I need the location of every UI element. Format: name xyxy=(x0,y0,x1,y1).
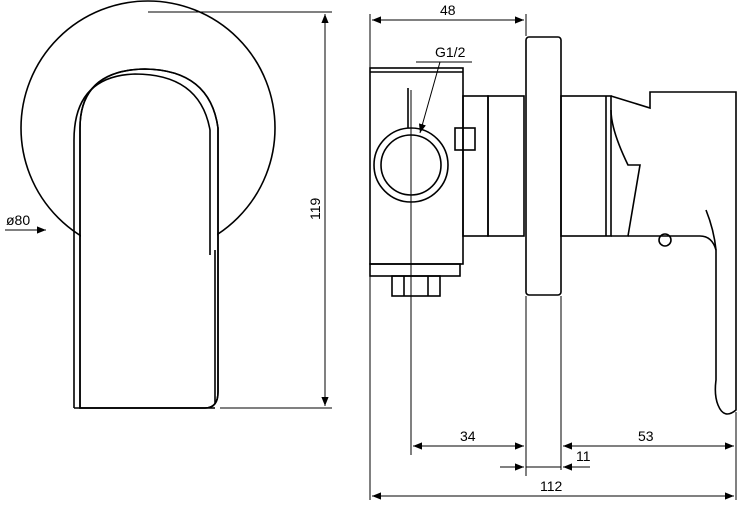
overall-length-label: 112 xyxy=(540,478,563,494)
side-view xyxy=(369,36,737,455)
thread-label: G1/2 xyxy=(435,44,466,60)
handle-side xyxy=(610,91,737,415)
axis-to-wall-dimension: 34 xyxy=(413,296,527,476)
escutcheon xyxy=(560,95,612,237)
front-view xyxy=(20,0,276,409)
height-label: 119 xyxy=(307,197,323,220)
wall-plate xyxy=(525,36,562,296)
handle-projection-label: 53 xyxy=(638,428,654,444)
diameter-dimension: ø80 xyxy=(5,212,46,234)
handle-projection-dimension: 53 xyxy=(560,296,737,500)
height-dimension: 119 xyxy=(148,11,332,409)
overall-length-dimension: 112 xyxy=(372,478,734,500)
plate-thickness-label: 11 xyxy=(576,448,591,464)
plate-thickness-dimension: 11 xyxy=(500,448,591,471)
axis-to-wall-label: 34 xyxy=(460,428,476,444)
bottom-connector xyxy=(391,275,441,297)
depth-label: 48 xyxy=(440,2,456,18)
diameter-label: ø80 xyxy=(6,212,30,228)
depth-dimension: 48 xyxy=(369,2,527,500)
handle-inner-contour xyxy=(73,73,211,255)
valve-body xyxy=(369,67,464,265)
cartridge xyxy=(462,95,489,237)
thread-callout: G1/2 xyxy=(416,44,472,134)
handle-fill xyxy=(81,70,217,407)
